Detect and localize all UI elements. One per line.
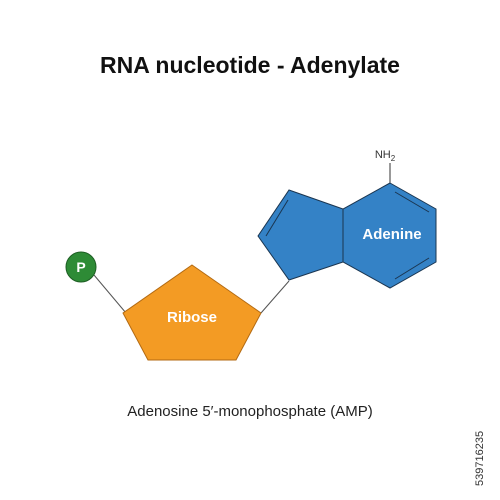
amine-symbol: NH — [375, 149, 391, 161]
ribose-adenine-bond — [260, 280, 290, 314]
page-title: RNA nucleotide - Adenylate — [100, 52, 400, 78]
molecule-caption: Adenosine 5′-monophosphate (AMP) — [127, 403, 373, 420]
double-bond-line — [394, 191, 430, 213]
amine-subscript: 2 — [391, 154, 396, 163]
adenine-label: Adenine — [362, 226, 421, 243]
ribose-label: Ribose — [167, 309, 217, 326]
adenine-five-ring — [257, 189, 344, 281]
amine-label: NH2 — [375, 149, 396, 163]
double-bond-line — [394, 257, 430, 280]
double-bond-line — [265, 199, 289, 237]
stock-id: 539716235 — [474, 430, 486, 486]
phosphate-shape — [65, 251, 97, 283]
ribose-shape — [122, 264, 262, 361]
phosphate-ribose-bond — [93, 274, 127, 314]
phosphate-label: P — [76, 259, 85, 275]
